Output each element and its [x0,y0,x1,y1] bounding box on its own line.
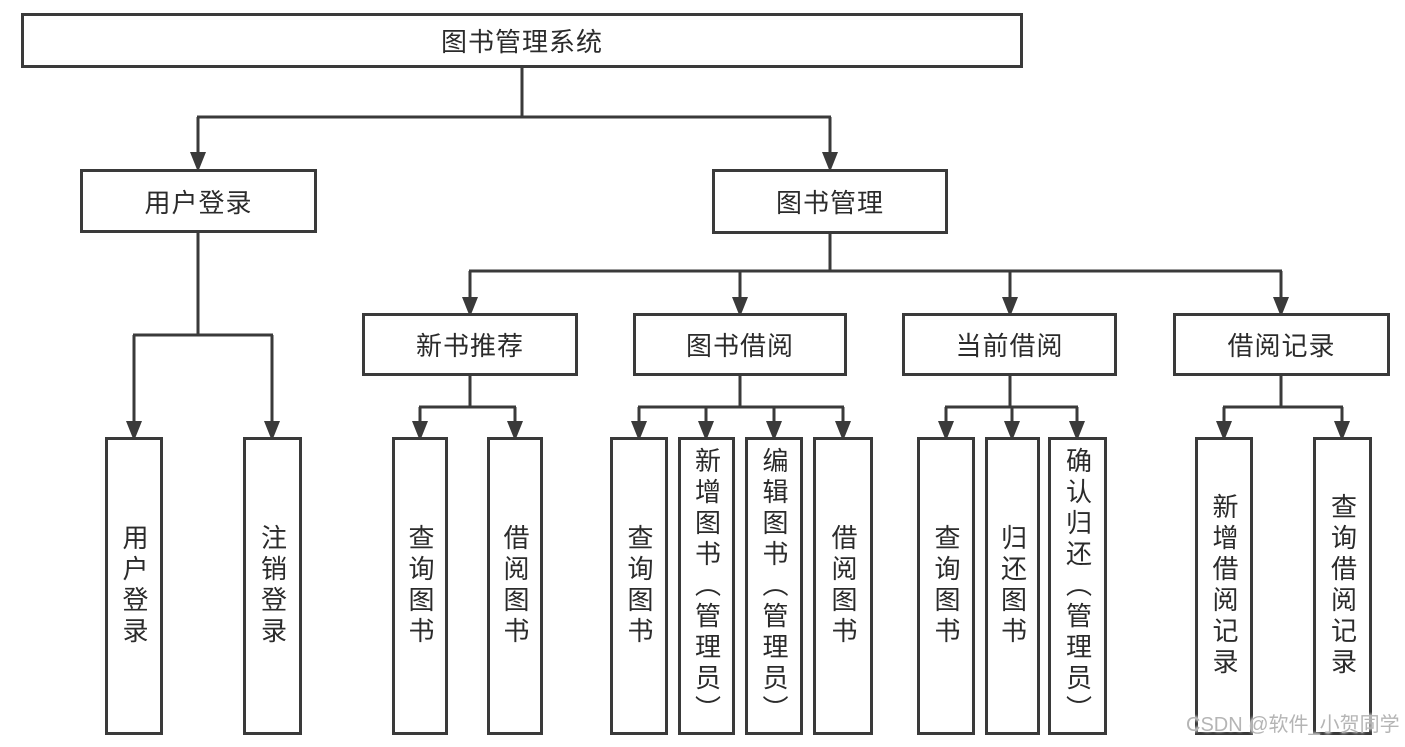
node-leaf-query-books-2: 查询图书 [610,437,668,735]
node-leaf-query-books-3: 查询图书 [917,437,975,735]
node-borrow-records-label: 借阅记录 [1227,331,1336,361]
node-leaf-add-borrow-record: 新增借阅记录 [1195,437,1253,735]
node-leaf-borrow-books-2-label: 借阅图书 [828,524,858,648]
node-user-login: 用户登录 [80,169,317,233]
node-leaf-query-books-1: 查询图书 [392,437,448,735]
node-leaf-return-books: 归还图书 [985,437,1040,735]
node-new-book-recommend-label: 新书推荐 [415,331,524,361]
node-leaf-query-borrow-record: 查询借阅记录 [1313,437,1372,735]
node-leaf-add-books-admin: 新增图书（管理员） [678,437,735,735]
node-new-book-recommend: 新书推荐 [362,313,578,376]
node-leaf-borrow-books-1-label: 借阅图书 [500,524,530,648]
node-leaf-user-login: 用户登录 [105,437,163,735]
node-leaf-logout-label: 注销登录 [257,524,288,648]
node-leaf-add-borrow-record-label: 新增借阅记录 [1209,493,1239,679]
node-root-label: 图书管理系统 [440,27,603,57]
node-current-borrow: 当前借阅 [902,313,1117,376]
node-leaf-edit-books-admin-label: 编辑图书（管理员） [759,446,789,726]
node-user-login-label: 用户登录 [144,187,253,218]
node-leaf-confirm-return-admin-label: 确认归还（管理员） [1062,446,1093,726]
node-book-management: 图书管理 [712,169,948,234]
node-leaf-query-borrow-record-label: 查询借阅记录 [1327,493,1358,679]
node-leaf-logout: 注销登录 [243,437,302,735]
csdn-watermark: CSDN @软件_小贺同学 [1186,714,1400,736]
node-leaf-query-books-1-label: 查询图书 [405,524,435,648]
node-book-borrow-label: 图书借阅 [685,331,794,361]
node-leaf-user-login-label: 用户登录 [119,524,149,648]
node-leaf-query-books-3-label: 查询图书 [931,524,961,648]
node-current-borrow-label: 当前借阅 [955,331,1064,361]
node-leaf-borrow-books-1: 借阅图书 [487,437,543,735]
node-book-borrow: 图书借阅 [633,313,847,376]
node-leaf-confirm-return-admin: 确认归还（管理员） [1048,437,1107,735]
node-leaf-add-books-admin-label: 新增图书（管理员） [691,446,722,726]
node-borrow-records: 借阅记录 [1173,313,1390,376]
node-book-management-label: 图书管理 [775,188,884,218]
node-leaf-edit-books-admin: 编辑图书（管理员） [745,437,803,735]
node-leaf-query-books-2-label: 查询图书 [624,524,654,648]
node-leaf-return-books-label: 归还图书 [997,524,1028,648]
node-root: 图书管理系统 [21,13,1023,68]
node-leaf-borrow-books-2: 借阅图书 [813,437,873,735]
